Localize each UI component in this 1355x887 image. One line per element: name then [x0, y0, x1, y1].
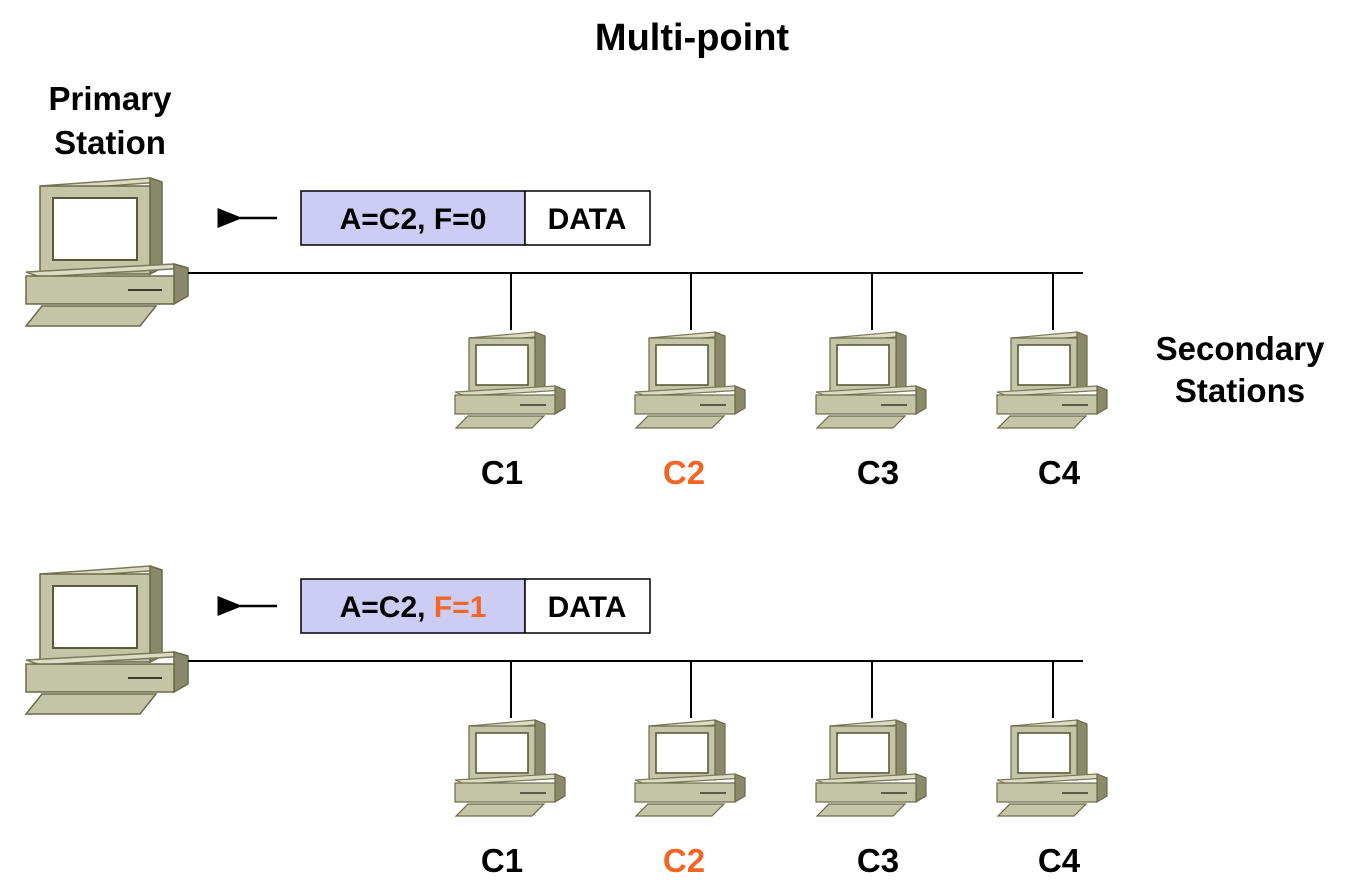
- secondary-computer-icon: [454, 331, 566, 429]
- station-label: C3: [857, 842, 899, 879]
- diagram-title: Multi-point: [595, 17, 789, 59]
- station-c4: C4: [996, 273, 1108, 491]
- scenario-1: A=C2, F=0 DATA C1 C2 C3 C4: [25, 177, 1108, 491]
- frame-data-box: [524, 578, 651, 634]
- frame-data-text: DATA: [548, 591, 627, 624]
- frame-flag-text: F=1: [434, 591, 487, 624]
- station-c1: C1: [454, 273, 566, 491]
- station-label: C1: [481, 842, 523, 879]
- station-c4: C4: [996, 661, 1108, 879]
- secondary-label-line1: Secondary: [1156, 330, 1325, 367]
- frame-address-field: A=C2, F=0: [340, 203, 487, 236]
- station-label: C3: [857, 454, 899, 491]
- secondary-stations: C1 C2 C3 C4: [454, 661, 1108, 879]
- station-label: C1: [481, 454, 523, 491]
- primary-label-line2: Station: [54, 124, 166, 161]
- station-label: C2: [663, 842, 705, 879]
- station-c3: C3: [815, 661, 927, 879]
- primary-station-computer-icon: [25, 565, 189, 715]
- secondary-computer-icon: [634, 719, 746, 817]
- frame-data-box: [524, 190, 651, 246]
- secondary-computer-icon: [815, 719, 927, 817]
- frame-data-text: DATA: [548, 203, 627, 236]
- frame-flag-text: F=0: [434, 203, 487, 236]
- station-label: C2: [663, 454, 705, 491]
- primary-station-computer-icon: [25, 177, 189, 327]
- secondary-computer-icon: [996, 719, 1108, 817]
- secondary-computer-icon: [454, 719, 566, 817]
- scenario-2: A=C2, F=1 DATA C1 C2 C3 C4: [25, 565, 1108, 879]
- frame-address-text: A=C2,: [340, 591, 434, 624]
- frame-address-text: A=C2,: [340, 203, 434, 236]
- secondary-computer-icon: [996, 331, 1108, 429]
- station-label: C4: [1038, 842, 1081, 879]
- station-label: C4: [1038, 454, 1081, 491]
- frame-address-field: A=C2, F=1: [340, 591, 487, 624]
- station-c2: C2: [634, 661, 746, 879]
- station-c1: C1: [454, 661, 566, 879]
- secondary-computer-icon: [634, 331, 746, 429]
- secondary-stations: C1 C2 C3 C4: [454, 273, 1108, 491]
- station-c3: C3: [815, 273, 927, 491]
- frame-address-box: [300, 190, 526, 246]
- station-c2: C2: [634, 273, 746, 491]
- secondary-computer-icon: [815, 331, 927, 429]
- primary-label-line1: Primary: [49, 80, 173, 117]
- secondary-label-line2: Stations: [1175, 372, 1305, 409]
